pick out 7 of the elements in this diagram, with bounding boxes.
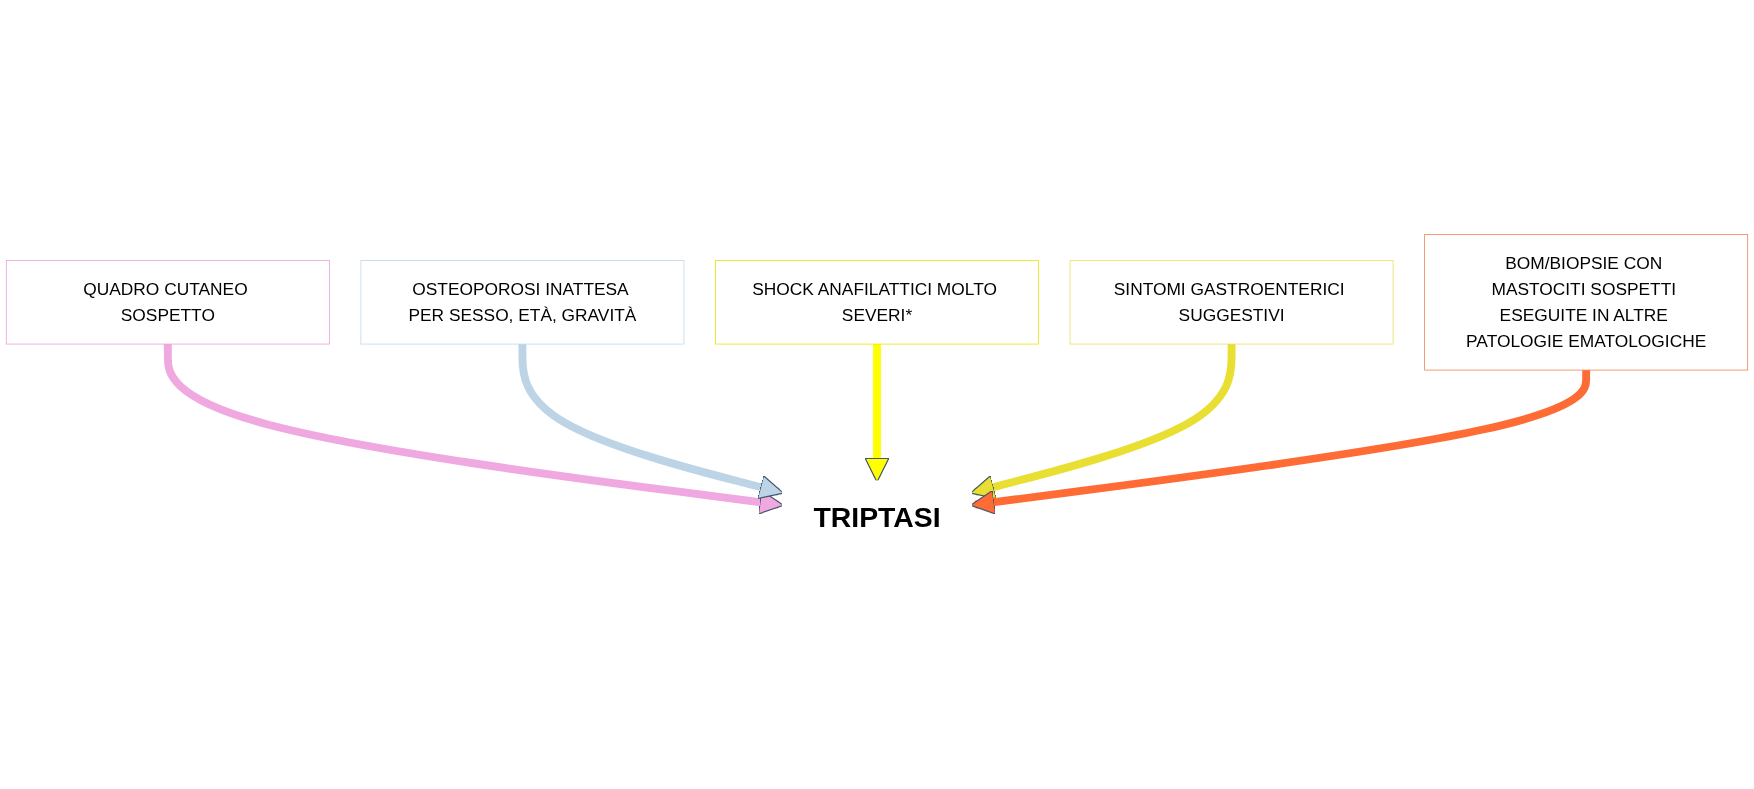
node-box: BOM/BIOPSIE CON MASTOCITI SOSPETTI ESEGUITE IN ALTRE PATOLOGIE EMATOLOGICHE (1424, 234, 1749, 371)
node-box: SHOCK ANAFILATTICI MOLTO SEVERI* (715, 260, 1039, 345)
node-text: TRIPTASI (813, 500, 941, 534)
arrow (864, 344, 890, 483)
node-box: OSTEOPOROSI INATTESA PER SESSO, ETÀ, GRAVITÀ (360, 260, 685, 345)
node-box: SINTOMI GASTROENTERICI SUGGESTIVI (1069, 260, 1394, 345)
node-box: QUADRO CUTANEO SOSPETTO (5, 260, 330, 345)
